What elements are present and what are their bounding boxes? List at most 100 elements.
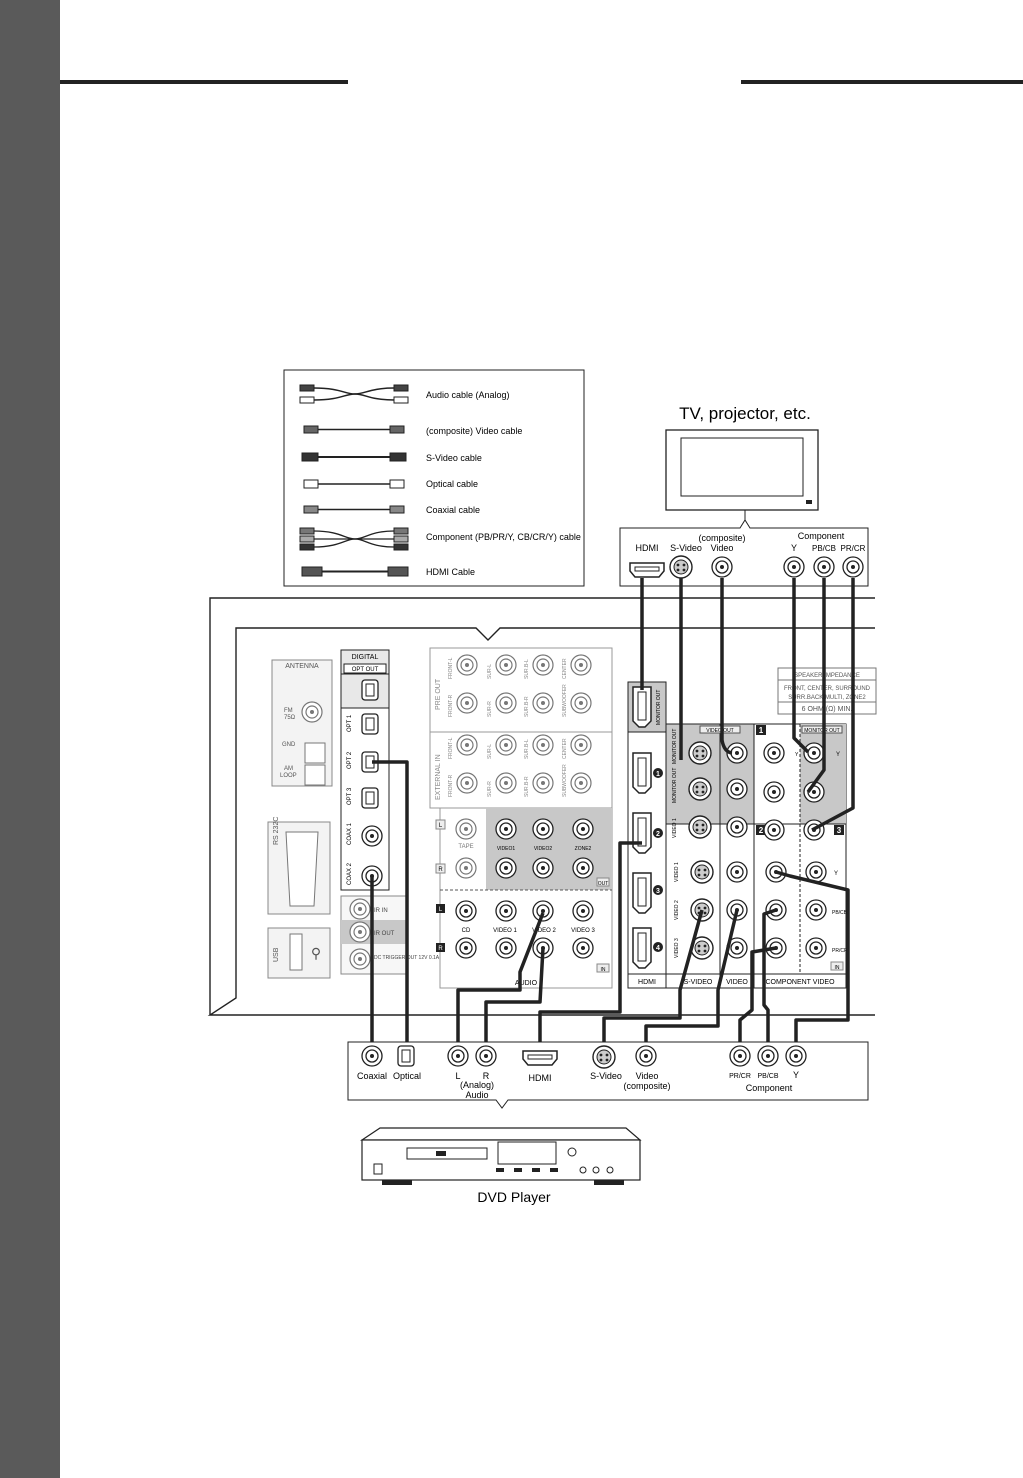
external-in-title: EXTERNAL IN — [435, 754, 442, 800]
dvd-component-caption: Component — [746, 1083, 793, 1093]
dvd-audio-caption: Audio — [465, 1090, 488, 1100]
pre-jack-r1-c0 — [456, 692, 478, 714]
cable-pr-tv — [811, 578, 855, 832]
pre-jack-r3-c0 — [456, 772, 478, 794]
pre-jack-label-r2-c1: SUR-L — [487, 744, 493, 759]
opt1-label: OPT 1 — [347, 714, 353, 732]
audio-out-badge: OUT — [598, 881, 609, 887]
dvd-hdmi-port — [522, 1050, 558, 1066]
dvd-video-label: Video — [636, 1071, 659, 1081]
dvd-eject-button — [436, 1151, 446, 1156]
dvd-optical-label: Optical — [393, 1071, 421, 1081]
opt-out-port — [361, 679, 379, 701]
component-3-pr-port — [805, 937, 827, 959]
cable-audio-r-dvd — [484, 947, 545, 1050]
video1-out-label: VIDEO1 — [497, 846, 516, 852]
legend-coaxial-label: Coaxial cable — [426, 505, 480, 515]
svideo-video1-out-label: VIDEO 1 — [672, 818, 678, 838]
hdmi-monitor-out-label: MONITOR OUT — [656, 690, 662, 725]
pre-jack-label-r1-c1: SUR-R — [487, 701, 493, 717]
header-rule-right — [741, 80, 1023, 84]
page-sidebar — [0, 0, 60, 1478]
tv-hdmi-label: HDMI — [636, 543, 659, 553]
connection-cables — [370, 578, 855, 1050]
cable-optical-dvd — [372, 760, 409, 1048]
dvd-hdmi-label: HDMI — [529, 1073, 552, 1083]
component-3-pb-label: PB/CB — [832, 910, 848, 916]
component-in-badge: IN — [835, 965, 840, 971]
legend-optical-label: Optical cable — [426, 479, 478, 489]
pre-jack-r1-c3 — [570, 692, 592, 714]
pre-jack-r3-c1 — [495, 772, 517, 794]
tv-pr-label: PR/CR — [841, 544, 866, 553]
cable-legend: Audio cable (Analog) (composite) Video c… — [283, 369, 585, 587]
audio-cable-icon — [299, 384, 409, 404]
audio-out-l-badge: L — [439, 823, 443, 829]
dvd-display — [497, 1141, 557, 1165]
fm-ohm-label: 75Ω — [284, 715, 296, 721]
audio-out-l-jack-1 — [495, 818, 517, 840]
dvd-jack-2 — [592, 1166, 600, 1174]
video-out-label: VIDEO OUT — [706, 728, 734, 734]
pre-jack-label-r2-c2: SUR.B-L — [524, 739, 530, 759]
dvd-disc-tray — [406, 1147, 488, 1160]
dvd-pb-label: PB/CB — [757, 1073, 778, 1080]
legend-frame — [283, 369, 585, 587]
audio-out-r-jack-1 — [495, 857, 517, 879]
cable-svideo-dvd — [602, 909, 704, 1050]
ir-out-port — [349, 921, 371, 943]
component-cable-icon — [299, 527, 409, 551]
speaker-impedance-line1: FRONT, CENTER, SURROUND — [784, 686, 871, 692]
dvd-optical-port — [397, 1045, 415, 1067]
tv-video-port — [711, 556, 733, 578]
component-1-pr-port — [763, 819, 785, 841]
hdmi-num-3: 3 — [656, 888, 660, 895]
pre-jack-label-r0-c0: FRONT-L — [448, 657, 454, 679]
dvd-button-4 — [550, 1168, 558, 1172]
opt3-label: OPT 3 — [347, 787, 353, 805]
usb-icon: ⚲ — [311, 945, 321, 961]
video-cable-icon — [303, 425, 405, 434]
antenna-block: ANTENNA FM 75Ω GND AM LOOP — [271, 659, 333, 787]
rs232-block: RS 232C — [267, 817, 331, 915]
receiver-outline — [207, 597, 875, 1016]
pre-jack-r2-c3 — [570, 734, 592, 756]
speaker-impedance-line2: SURR.BACK/MULTI, ZONE2 — [788, 695, 866, 701]
opt1-port — [361, 713, 379, 735]
tv-y-label: Y — [791, 543, 797, 553]
legend-audio-label: Audio cable (Analog) — [426, 390, 510, 400]
usb-port — [289, 933, 303, 971]
tv-composite-caption: (composite) — [698, 533, 745, 543]
digital-block: DIGITAL OPT OUT OPT 1 OPT 2 OPT 3 COAX 1… — [340, 649, 390, 891]
legend-svideo-label: S-Video cable — [426, 453, 482, 463]
tv-screen — [680, 437, 804, 497]
pre-jack-label-r2-c3: CENTER — [562, 738, 568, 759]
svideo-monitor-out-2-label: MONITOR OUT — [672, 768, 678, 803]
pre-jack-r1-c2 — [532, 692, 554, 714]
tv-power-led — [806, 500, 812, 504]
coax1-port — [361, 825, 383, 847]
component-3-y-label: Y — [834, 871, 838, 877]
dvd-analog-caption: (Analog) — [460, 1080, 494, 1090]
dvd-y-port — [785, 1045, 807, 1067]
pre-jack-r2-c1 — [495, 734, 517, 756]
fm-label: FM — [284, 708, 293, 714]
hdmi-title: HDMI — [638, 979, 656, 986]
dvd-coaxial-label: Coaxial — [357, 1071, 387, 1081]
video3-in-label: VIDEO 3 — [571, 928, 595, 934]
svideo-cable-icon — [301, 452, 407, 462]
tv-hdmi-port — [629, 562, 665, 578]
cable-video-dvd — [644, 909, 739, 1050]
dvd-player-device: DVD Player — [360, 1127, 642, 1205]
tv-title: TV, projector, etc. — [679, 404, 811, 423]
am-label: AM — [284, 766, 293, 772]
opt3-port — [361, 787, 379, 809]
digital-title: DIGITAL — [352, 654, 379, 661]
audio-in-l-badge: L — [439, 907, 443, 913]
cable-y-dvd — [775, 870, 850, 1050]
legend-component-label: Component (PB/PR/Y, CB/CR/Y) cable — [426, 532, 581, 542]
svideo-video1-in-label: VIDEO 1 — [674, 862, 680, 882]
dvd-pb-port — [757, 1045, 779, 1067]
svideo-title: S-VIDEO — [684, 979, 713, 986]
component-group-2-badge: 2 — [759, 826, 764, 835]
